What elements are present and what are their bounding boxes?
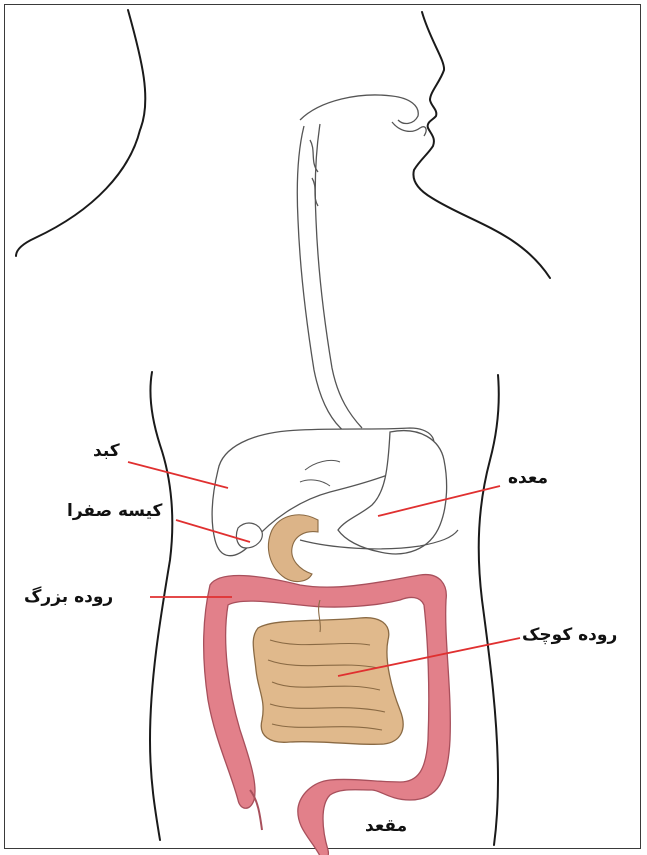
- leader-line-liver: [128, 462, 228, 488]
- torso-left-outline: [150, 372, 172, 840]
- label-stomach: معده: [508, 470, 548, 487]
- nasal-cavity-outline: [300, 95, 418, 123]
- tongue-outline: [392, 122, 426, 136]
- throat-outline: [297, 126, 345, 432]
- label-liver: کبد: [93, 443, 120, 460]
- label-large-intestine: روده بزرگ: [24, 589, 113, 606]
- head-outline: [413, 12, 550, 278]
- label-small-intestine: روده کوچک: [522, 627, 617, 644]
- neck-left-shoulder-outline: [16, 10, 145, 256]
- label-rectum: مقعد: [365, 818, 407, 835]
- duodenum-shape: [268, 515, 318, 582]
- torso-right-outline: [479, 375, 499, 845]
- gallbladder-shape: [236, 523, 262, 548]
- esophagus-outline: [315, 124, 362, 428]
- label-gallbladder: کیسه صفرا: [67, 503, 162, 520]
